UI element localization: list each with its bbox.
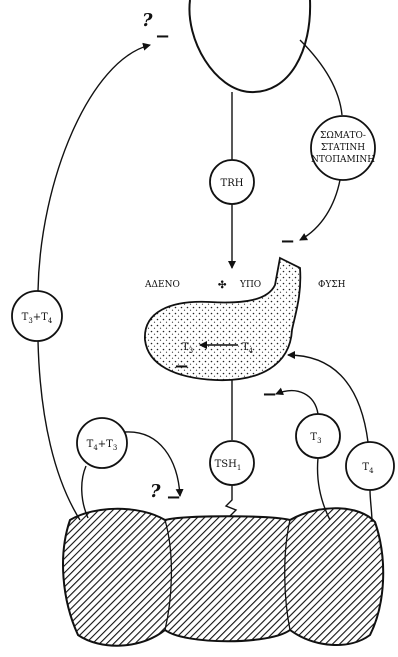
minus-top: − — [155, 26, 170, 47]
somatostatin-label-2: ΣΤΑΤΙΝΗ — [321, 143, 365, 153]
t3-right-node — [296, 414, 340, 458]
pituitary-gland — [145, 258, 300, 380]
somatostatin-pituitary-arrow — [300, 180, 340, 240]
minus-thyroid: − — [166, 487, 181, 508]
question-bottom: ? — [150, 481, 161, 502]
somatostatin-label-3: ΝΤΟΠΑΜΙΝΗ — [311, 155, 375, 165]
thyroid-hypothalamus-loop — [38, 341, 80, 520]
t4-right-node — [346, 442, 394, 490]
thyroid-gland — [63, 508, 383, 645]
minus-somatostatin: − — [280, 231, 295, 252]
label-adeno: ΑΔΕΝΟ — [144, 280, 180, 290]
label-fysi: ΦΥΣΗ — [318, 280, 346, 290]
minus-right: − — [262, 384, 277, 405]
somatostatin-label-1: ΣΩΜΑΤΟ- — [320, 131, 366, 141]
thyroid-t4-t3-line — [82, 466, 88, 518]
svg-text:✣: ✣ — [218, 280, 227, 291]
tsh-thyroid-line — [226, 485, 236, 516]
t3-pituitary-arrow — [276, 391, 318, 414]
hypothalamus-somatostatin-line — [300, 40, 342, 115]
label-ypo: ΥΠΟ — [239, 280, 261, 290]
t3-t4-hypothalamus-arrow — [38, 45, 150, 291]
question-top: ? — [142, 10, 153, 31]
hypothalamus-circle — [189, 0, 310, 92]
minus-pituitary: − — [174, 356, 189, 377]
trh-label: TRH — [221, 178, 244, 189]
